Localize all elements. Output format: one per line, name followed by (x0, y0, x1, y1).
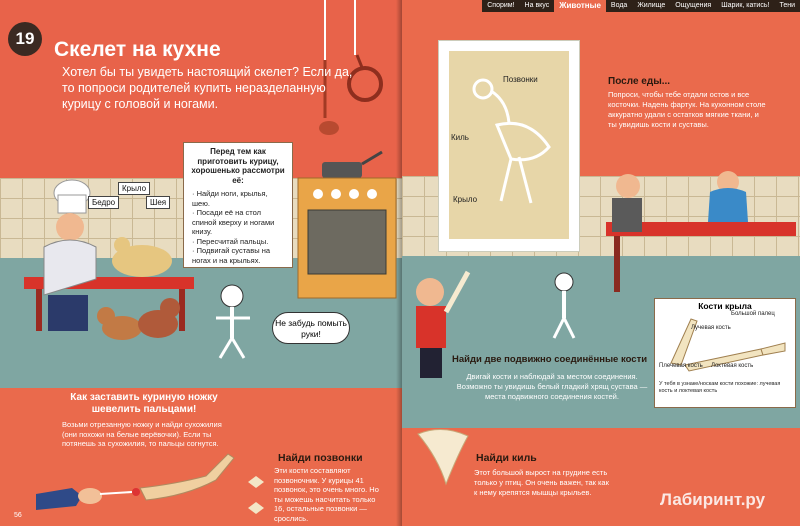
kitchen-stove-illustration (297, 150, 397, 299)
right-page: Спорим! На вкус Животные Вода Жилище Ощу… (402, 0, 800, 526)
chef-with-chicken-illustration (24, 179, 194, 331)
instruction-card: Перед тем как приготовить курицу, хороше… (183, 142, 293, 268)
wing-bones-icon (670, 318, 786, 372)
poster-label-wing: Крыло (453, 195, 478, 204)
nav-tab[interactable]: Ощущения (675, 2, 712, 9)
boy-with-bone-illustration (416, 270, 471, 378)
wing-label-ulna: Локтевая кость (711, 363, 754, 369)
wing-label-humerus: Плечевая кость (659, 363, 703, 369)
card-item: · Подвигай суставы на ногах и на крыльях… (192, 246, 271, 265)
wing-panel-caption: У тебя в узнаке/носкам кости похожие: лу… (659, 381, 781, 394)
card-item: · Пересчитай пальцы. (192, 236, 269, 246)
page-title: Скелет на кухне (54, 38, 221, 61)
chicken-leg-illustration (36, 453, 235, 510)
hanging-ladles-icon (319, 0, 383, 135)
nav-tab[interactable]: Шарик, катись! (721, 2, 770, 9)
family-at-table-illustration (606, 171, 796, 292)
wing-bones-panel: Кости крыла Большой палец Лучевая кость … (654, 298, 796, 408)
section-nav: Спорим! На вкус Животные Вода Жилище Ощу… (482, 0, 800, 12)
nav-tab-active[interactable]: Животные (554, 0, 606, 12)
after-meal-heading: После еды... (608, 76, 671, 87)
chicken-skeleton-icon (472, 78, 551, 204)
nav-tab[interactable]: Вода (610, 2, 628, 9)
skeleton-helper-illustration (552, 272, 576, 339)
card-item: · Посади её на стол спиной кверху и нога… (192, 208, 275, 236)
vertebrae-text: Эти кости составляют позвоночник. У кури… (274, 466, 379, 523)
keel-text: Этот большой вырост на грудине есть толь… (474, 468, 609, 497)
nav-tab[interactable]: На вкус (524, 2, 550, 9)
intro-text: Хотел бы ты увидеть настоящий скелет? Ес… (62, 65, 353, 111)
skeleton-poster: Позвонки Киль Крыло (438, 40, 580, 252)
speech-bubble: Не забудь помыть руки! (272, 312, 350, 344)
cats-illustration (97, 298, 180, 340)
nav-tab[interactable]: Тени (779, 2, 795, 9)
skeleton-character-illustration (216, 284, 250, 359)
poster-label-vertebrae: Позвонки (503, 75, 538, 84)
keel-heading: Найди киль (476, 452, 537, 464)
label-thigh: Бедро (88, 196, 120, 209)
wing-panel-title: Кости крыла (698, 301, 752, 311)
watermark: Лабиринт.ру (660, 490, 766, 509)
leg-heading: Как заставить куриную ножку шевелить пал… (70, 392, 218, 415)
page-number-badge: 19 (8, 22, 42, 56)
keel-bone-illustration (417, 429, 469, 486)
label-neck: Шея (146, 196, 171, 209)
joints-text: Двигай кости и наблюдай за местом соедин… (456, 372, 648, 401)
after-meal-text: Попроси, чтобы тебе отдали остов и все к… (608, 90, 766, 129)
vertebrae-heading: Найди позвонки (278, 452, 363, 464)
wing-label-radius: Лучевая кость (691, 325, 731, 331)
poster-label-keel: Киль (451, 133, 469, 142)
page-number-small: 56 (14, 512, 22, 519)
nav-tab[interactable]: Спорим! (487, 2, 515, 9)
left-page: 19 Скелет на кухне Хотел бы ты увидеть н… (0, 0, 402, 526)
card-heading: Перед тем как приготовить курицу, хороше… (191, 147, 285, 185)
vertebra-bones-icon (248, 476, 264, 514)
card-item: · Найди ноги, крылья, шею. (192, 189, 268, 208)
nav-tab[interactable]: Жилище (637, 2, 666, 9)
label-wing: Крыло (118, 182, 151, 195)
wing-label-big-finger: Большой палец (731, 311, 775, 317)
leg-text: Возьми отрезанную ножку и найди сухожили… (62, 420, 222, 448)
joints-heading: Найди две подвижно соединённые кости (452, 354, 648, 365)
